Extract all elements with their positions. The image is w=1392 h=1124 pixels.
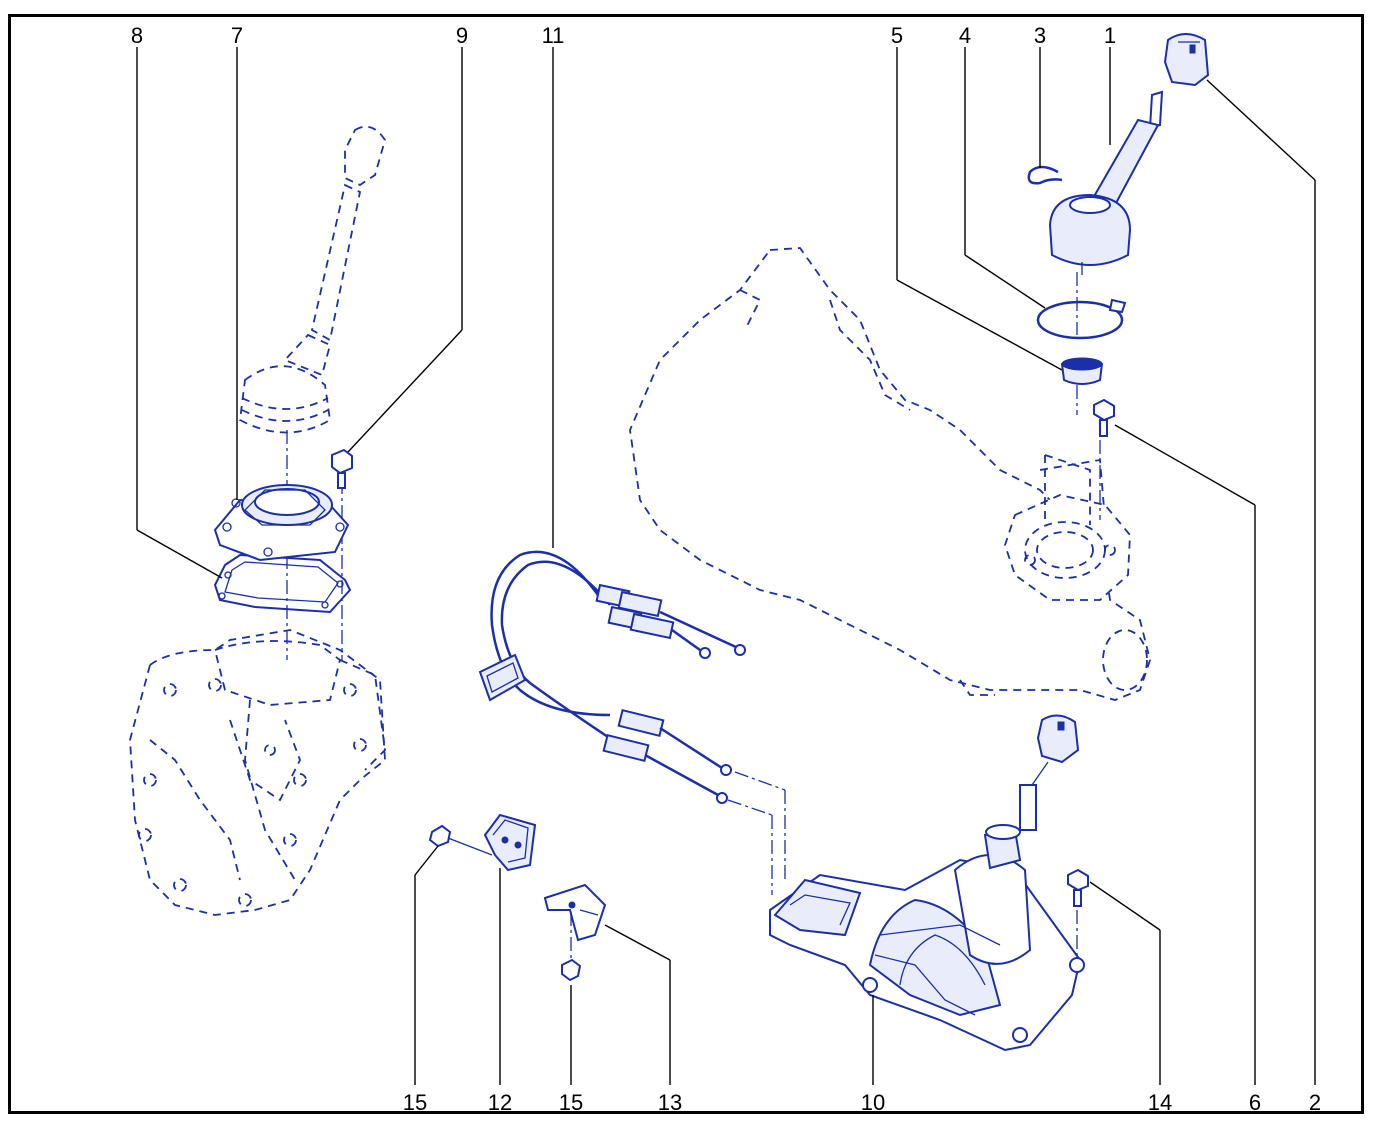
shift-cables-11: [478, 550, 746, 804]
shift-lever-1: [1048, 90, 1164, 275]
callout-11: 11: [542, 23, 565, 48]
callout-labels: 8 7 9 11 5 4 3 1 15 12 15 13 10 14 6 2: [131, 23, 1321, 1115]
bracket-13: [543, 883, 607, 942]
shift-tower-6-mount: [1004, 454, 1131, 601]
callout-15-left: 15: [403, 1090, 427, 1115]
shifter-assembly-10: [769, 714, 1085, 1052]
callout-4: 4: [959, 23, 971, 48]
bracket-12: [483, 813, 537, 872]
callout-14: 14: [1148, 1090, 1172, 1115]
callout-2: 2: [1309, 1090, 1321, 1115]
clip-3: [1027, 165, 1063, 185]
transmission-housing-right: [629, 247, 1151, 701]
shift-lever-left: [239, 125, 386, 434]
callout-7: 7: [231, 23, 243, 48]
bushing-5: [1060, 357, 1104, 385]
diagram-frame: [8, 14, 1364, 1114]
callout-9: 9: [456, 23, 468, 48]
gasket-8: [213, 553, 352, 614]
callout-12: 12: [488, 1090, 512, 1115]
callout-1: 1: [1104, 23, 1116, 48]
callout-6: 6: [1249, 1090, 1261, 1115]
clamp-ring-4: [1036, 298, 1127, 340]
leader-lines: [136, 47, 1316, 1085]
callout-3: 3: [1034, 23, 1046, 48]
callout-8: 8: [131, 23, 143, 48]
gearbox-housing-left: [129, 629, 386, 916]
bolt-15-left: [428, 824, 493, 856]
callout-15-right: 15: [559, 1090, 583, 1115]
callout-10: 10: [861, 1090, 885, 1115]
callout-5: 5: [891, 23, 903, 48]
callout-13: 13: [658, 1090, 682, 1115]
shift-flange-7: [213, 484, 350, 562]
shift-knob-2: [1163, 33, 1210, 87]
bolt-15-right: [561, 912, 582, 982]
bolt-14: [1067, 868, 1089, 960]
bolt-9: [331, 448, 353, 489]
bolt-6: [1093, 398, 1115, 437]
